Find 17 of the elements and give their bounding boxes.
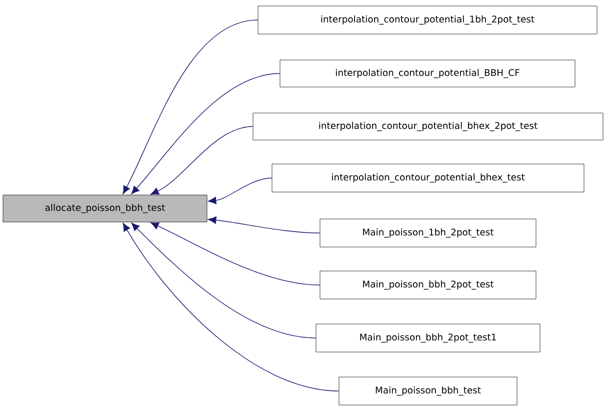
arrow bbox=[122, 20, 258, 194]
function-box: interpolation_contour_potential_1bh_2pot_test bbox=[258, 6, 598, 34]
arrow bbox=[150, 222, 320, 286]
arrow bbox=[208, 178, 272, 204]
arrow bbox=[122, 222, 340, 392]
function-box: Main_poisson_1bh_2pot_test bbox=[320, 218, 536, 248]
arrow bbox=[131, 73, 280, 194]
arrow bbox=[150, 126, 254, 195]
function-box: Main_poisson_bbh_2pot_test bbox=[320, 270, 536, 300]
arrow bbox=[131, 222, 316, 338]
arrow bbox=[208, 216, 320, 234]
function-box: Main_poisson_bbh_2pot_test1 bbox=[316, 324, 540, 352]
function-box: Main_poisson_bbh_test bbox=[338, 376, 518, 406]
function-box: interpolation_contour_potential_BBH_CF bbox=[280, 60, 576, 88]
function-box: interpolation_contour_potential_bhex_test bbox=[272, 164, 584, 192]
function-box: allocate_poisson_bbh_test bbox=[2, 194, 208, 222]
function-box: interpolation_contour_potential_bhex_2pot_test bbox=[252, 112, 604, 140]
